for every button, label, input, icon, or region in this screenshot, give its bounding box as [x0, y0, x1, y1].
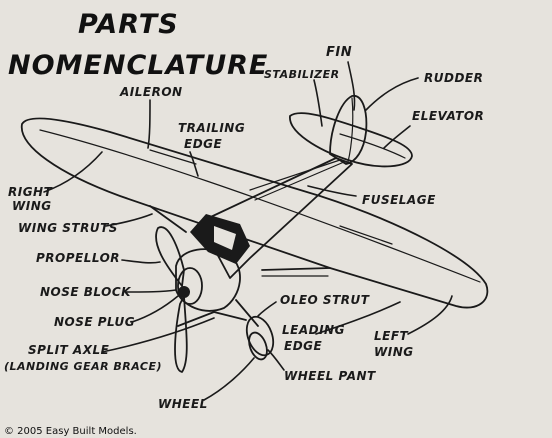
landing-gear-strut: [235, 299, 259, 327]
aileron-right: [149, 149, 197, 165]
leader-right-wing: [43, 151, 103, 193]
label-wheel: WHEEL: [158, 397, 208, 411]
label-leading-edge-1: LEADING: [282, 323, 345, 337]
elevator-hinge: [339, 133, 406, 159]
leader-trailing-edge: [189, 151, 199, 177]
leader-elevator: [383, 125, 411, 149]
leader-left-wing: [407, 295, 453, 335]
nose-block-shape: [177, 267, 203, 305]
label-wing-struts: WING STRUTS: [18, 221, 118, 235]
leader-nose-plug: [131, 295, 179, 323]
label-elevator: ELEVATOR: [412, 109, 484, 123]
leader-propellor: [121, 259, 161, 264]
leader-rudder: [365, 77, 419, 111]
fuselage-shape: [199, 157, 353, 279]
label-wheel-pant: WHEEL PANT: [284, 369, 376, 383]
leader-fin: [347, 61, 356, 111]
label-nose-block: NOSE BLOCK: [40, 285, 132, 299]
label-right-wing-2: WING: [12, 199, 52, 213]
rudder-hinge: [347, 97, 354, 163]
leader-nose-block: [125, 289, 177, 293]
fuselage-line-2: [254, 161, 345, 201]
label-leading-edge-2: EDGE: [284, 339, 323, 353]
nose-cowl: [175, 248, 241, 312]
label-right-wing-1: RIGHT: [8, 185, 53, 199]
aileron-left: [339, 225, 393, 245]
label-left-wing-2: WING: [374, 345, 414, 359]
part-labels: FIN STABILIZER RUDDER ELEVATOR AILERON T…: [4, 45, 484, 411]
leader-wheel-pant: [267, 349, 285, 371]
title-line-1: PARTS: [78, 9, 179, 40]
leader-fuselage: [307, 185, 357, 197]
label-split-axle-2: (LANDING GEAR BRACE): [4, 360, 162, 373]
label-split-axle-1: SPLIT AXLE: [28, 343, 110, 357]
label-trailing-edge-2: EDGE: [184, 137, 223, 151]
leader-split-axle: [101, 317, 215, 353]
leader-wing-struts: [105, 213, 153, 227]
split-axle-shape: [213, 311, 247, 321]
copyright-notice: © 2005 Easy Built Models.: [4, 426, 137, 437]
label-left-wing-1: LEFT: [374, 329, 409, 343]
fin-shape: [329, 95, 368, 165]
leader-aileron: [147, 99, 151, 149]
leader-leading-edge: [315, 301, 401, 335]
landing-gear-brace: [177, 311, 215, 327]
label-trailing-edge-1: TRAILING: [178, 121, 245, 135]
nose-plug-shape: [178, 286, 190, 298]
wing-strut-left: [261, 267, 331, 271]
label-rudder: RUDDER: [424, 71, 483, 85]
airplane-illustration: [21, 95, 489, 373]
wing-strut-right: [149, 205, 187, 233]
label-fuselage: FUSELAGE: [362, 193, 436, 207]
leader-stabilizer: [313, 79, 323, 127]
propellor-blade-lower: [174, 295, 188, 373]
trailing-edge-line: [39, 129, 481, 283]
leader-oleo-strut: [257, 301, 277, 317]
leader-wheel: [203, 357, 255, 401]
wheel-shape: [248, 331, 268, 361]
label-nose-plug: NOSE PLUG: [54, 315, 135, 329]
label-aileron: AILERON: [119, 85, 183, 99]
windshield-highlight: [214, 226, 236, 250]
wing-shape: [21, 117, 489, 309]
label-stabilizer: STABILIZER: [264, 68, 340, 81]
fuselage-line: [249, 159, 341, 191]
title-line-2: NOMENCLATURE: [8, 50, 268, 81]
label-fin: FIN: [326, 45, 352, 60]
leader-lines: [43, 61, 453, 401]
label-oleo-strut: OLEO STRUT: [280, 293, 370, 307]
propellor-blade-upper: [155, 226, 185, 287]
label-propellor: PROPELLOR: [36, 251, 120, 265]
